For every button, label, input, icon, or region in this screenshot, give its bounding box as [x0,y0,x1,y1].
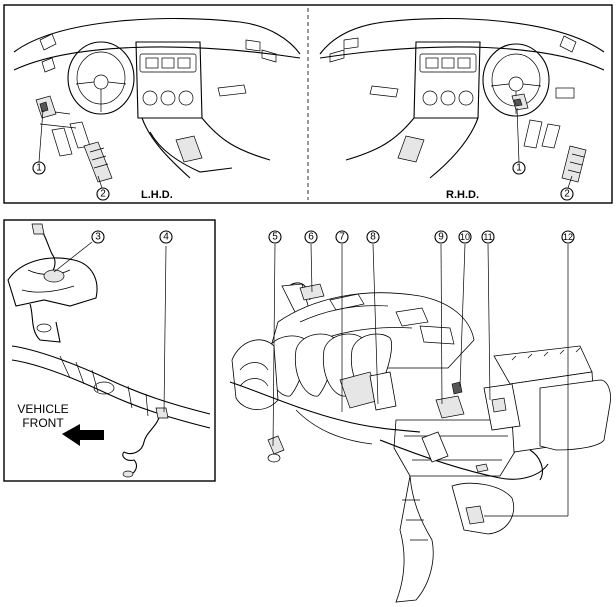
callout-10: 10 [458,230,472,244]
callout-5-number: 5 [272,232,278,243]
callout-rhd-1: 1 [512,161,526,175]
leader-6 [310,243,313,293]
callout-3: 3 [91,230,105,244]
callout-5: 5 [268,230,282,244]
callout-9-number: 9 [438,232,444,243]
callout-11: 11 [481,230,495,244]
rhd-dashboard-illustration [319,17,605,183]
callout-lhd-2-number: 2 [100,189,106,200]
callout-6: 6 [304,230,318,244]
callout-rhd-2-number: 2 [564,189,570,200]
callout-4: 4 [159,230,173,244]
callout-10-number: 10 [460,232,470,242]
callout-8: 8 [366,230,380,244]
leader-rhd-2 [567,175,573,189]
leader-4 [163,245,167,413]
callout-4-number: 4 [163,232,169,243]
callout-lhd-2: 2 [96,187,110,201]
callout-rhd-2: 2 [560,187,574,201]
leader-rhd-1 [516,107,520,163]
callout-7-number: 7 [339,232,345,243]
callout-lhd-1: 1 [32,161,46,175]
vehicle-front-line1: VEHICLE [17,402,68,416]
callout-rhd-1-number: 1 [516,163,522,174]
callout-6-number: 6 [308,232,314,243]
leader-10 [459,243,466,387]
leader-9 [440,243,443,405]
leader-3 [53,241,93,273]
vehicle-front-line2: FRONT [22,416,64,430]
leader-lhd-1 [38,109,44,163]
lhd-label: L.H.D. [141,189,173,201]
detail-panel-frame [3,219,216,482]
lhd-dashboard-illustration [13,17,301,183]
engine-bay-illustration [229,282,611,603]
callout-8-number: 8 [370,232,376,243]
callout-lhd-1-number: 1 [36,163,42,174]
callout-7: 7 [335,230,349,244]
vehicle-front-arrow [62,424,104,446]
callout-11-number: 11 [483,232,492,242]
callout-9: 9 [434,230,448,244]
detail-engine-illustration [7,223,211,478]
leader-11 [487,243,491,401]
rhd-label: R.H.D. [446,189,479,201]
leader-8 [372,243,379,405]
leader-lhd-2 [97,175,103,189]
callout-12-number: 12 [563,232,573,242]
callout-3-number: 3 [95,232,101,243]
callout-12: 12 [561,230,575,244]
leader-5 [272,243,276,447]
